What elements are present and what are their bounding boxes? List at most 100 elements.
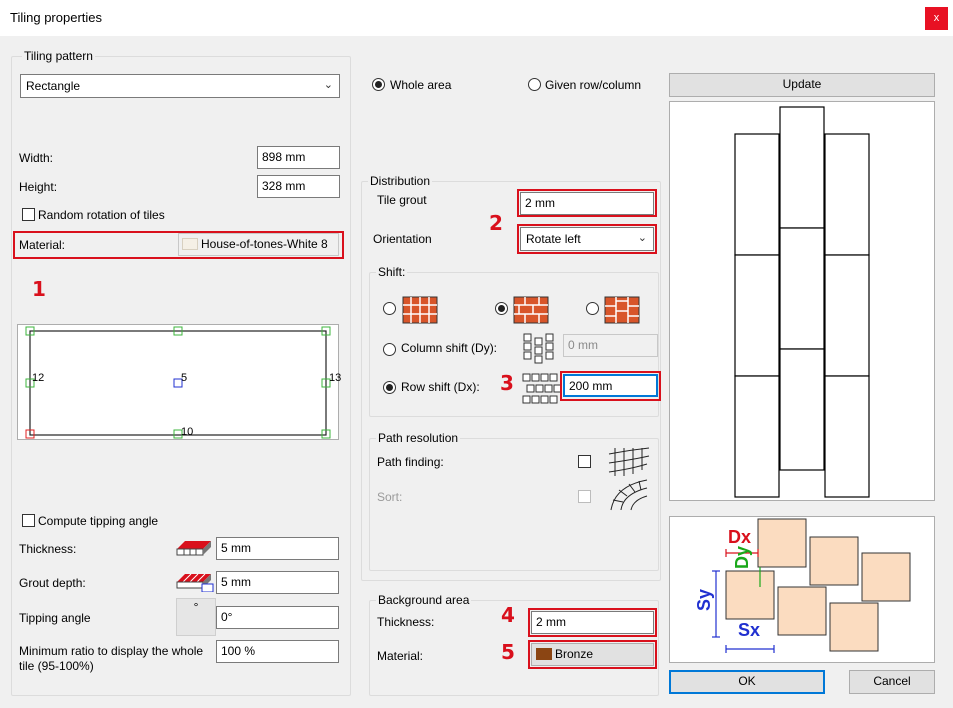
annotation-number-4: 4 (501, 603, 515, 627)
orientation-label: Orientation (373, 232, 432, 246)
node-label-13: 13 (329, 372, 342, 384)
node-label-10: 10 (181, 426, 194, 438)
row-shift-radio[interactable] (383, 381, 396, 394)
given-row-column-label: Given row/column (545, 78, 642, 92)
material-value: House-of-tones-White 8 (201, 237, 328, 251)
column-shift-icon (523, 333, 554, 364)
annotation-box-5 (528, 640, 657, 669)
annotation-box-2b (517, 224, 657, 254)
tipping-angle-button[interactable]: ° (176, 598, 216, 636)
shift-label: Shift: (376, 265, 408, 279)
orientation-select[interactable]: Rotate left ⌄ (520, 227, 654, 251)
annotation-box-2a (517, 189, 657, 217)
width-label: Width: (19, 151, 54, 165)
dy-label: Dy (732, 545, 752, 569)
chevron-down-icon: ⌄ (637, 232, 647, 244)
tile-thickness-icon (176, 541, 211, 556)
material-label: Material: (19, 238, 66, 252)
chevron-down-icon: ⌄ (323, 79, 333, 91)
shift-group (369, 272, 659, 417)
whole-area-radio[interactable] (372, 78, 385, 91)
shift-none-radio[interactable] (383, 302, 396, 315)
bronze-swatch (536, 648, 552, 660)
distribution-label: Distribution (368, 174, 433, 188)
random-rotation-checkbox[interactable] (22, 208, 35, 221)
sort-checkbox[interactable] (578, 490, 591, 503)
degree-icon: ° (193, 600, 199, 614)
pattern-select[interactable]: Rectangle ⌄ (20, 74, 340, 98)
annotation-number-2: 2 (489, 211, 503, 235)
min-ratio-label-line2: tile (95-100%) (19, 659, 94, 673)
tipping-angle-input[interactable]: 0° (216, 606, 339, 629)
tile-grout-label: Tile grout (377, 193, 427, 207)
annotation-box-3 (560, 371, 661, 401)
annotation-number-1: 1 (32, 277, 46, 301)
background-area-group (369, 600, 659, 696)
bg-material-value: Bronze (555, 647, 594, 661)
sx-label: Sx (738, 620, 761, 640)
tiling-pattern-group (11, 56, 351, 696)
grout-depth-icon (176, 573, 214, 592)
title-bar (0, 0, 953, 36)
material-swatch (182, 238, 198, 250)
width-input[interactable]: 898 mm (257, 146, 340, 169)
path-finding-label: Path finding: (377, 455, 444, 469)
row-shift-input[interactable]: 200 mm (563, 374, 658, 397)
shift-legend-drawing (712, 518, 911, 653)
ok-button[interactable]: OK (669, 670, 825, 694)
node-label-5: 5 (181, 372, 188, 384)
brick-row-pattern-icon (513, 296, 549, 324)
path-finding-checkbox[interactable] (578, 455, 591, 468)
dx-label: Dx (728, 527, 752, 547)
tiling-preview-drawing (734, 106, 870, 498)
grout-depth-input[interactable]: 5 mm (216, 571, 339, 594)
cancel-button[interactable]: Cancel (849, 670, 935, 694)
annotation-box-4 (528, 608, 657, 637)
brick-column-pattern-icon (604, 296, 640, 324)
height-label: Height: (19, 180, 58, 194)
orientation-select-value: Rotate left (526, 232, 581, 246)
row-shift-icon (522, 373, 562, 404)
random-rotation-label: Random rotation of tiles (38, 208, 165, 222)
bg-material-button[interactable]: Bronze (531, 643, 654, 666)
compute-tipping-checkbox[interactable] (22, 514, 35, 527)
tiling-pattern-label: Tiling pattern (22, 49, 95, 63)
shift-legend-diagram: Dx Dy Sy Sx (669, 516, 935, 663)
close-button[interactable]: x (925, 7, 948, 30)
grout-depth-label: Grout depth: (19, 576, 86, 590)
bg-thickness-input[interactable]: 2 mm (531, 611, 654, 634)
column-shift-label: Column shift (Dy): (401, 341, 498, 355)
bg-material-label: Material: (377, 649, 424, 663)
shift-column-radio[interactable] (586, 302, 599, 315)
row-shift-label: Row shift (Dx): (401, 380, 480, 394)
thickness-label: Thickness: (19, 542, 77, 556)
tipping-thickness-input[interactable]: 5 mm (216, 537, 339, 560)
annotation-number-5: 5 (501, 640, 515, 664)
pattern-node-preview: 12 5 13 10 (17, 324, 342, 440)
update-button[interactable]: Update (669, 73, 935, 97)
background-area-label: Background area (376, 593, 472, 607)
grid-pattern-icon (402, 296, 438, 324)
annotation-box-1 (13, 231, 344, 259)
path-grid-icon (608, 447, 650, 476)
tile-grout-input[interactable]: 2 mm (520, 192, 654, 215)
compute-tipping-label: Compute tipping angle (38, 514, 159, 528)
shift-row-radio[interactable] (495, 302, 508, 315)
column-shift-input[interactable]: 0 mm (563, 334, 658, 357)
sort-curve-icon (610, 479, 648, 511)
min-ratio-label-line1: Minimum ratio to display the whole (19, 644, 204, 658)
column-shift-radio[interactable] (383, 343, 396, 356)
material-button[interactable]: House-of-tones-White 8 (178, 233, 339, 256)
given-row-column-radio[interactable] (528, 78, 541, 91)
path-resolution-group (369, 438, 659, 571)
sy-label: Sy (694, 588, 714, 611)
height-input[interactable]: 328 mm (257, 175, 340, 198)
dialog-title: Tiling properties (10, 10, 103, 25)
sort-label: Sort: (377, 490, 403, 504)
whole-area-label: Whole area (390, 78, 452, 92)
close-icon: x (933, 12, 940, 24)
tipping-angle-label: Tipping angle (19, 611, 91, 625)
min-ratio-input[interactable]: 100 % (216, 640, 339, 663)
pattern-select-value: Rectangle (26, 79, 81, 93)
bg-thickness-label: Thickness: (377, 615, 435, 629)
